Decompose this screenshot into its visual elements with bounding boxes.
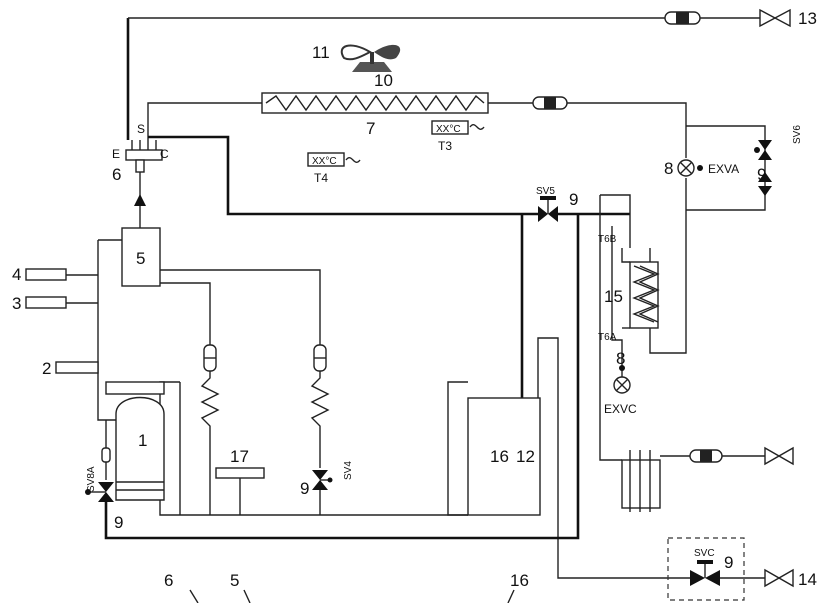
t4-label: T4 — [314, 171, 328, 185]
condenser-coil-7 — [261, 92, 489, 114]
four-way-valve-6 — [125, 140, 163, 173]
sensor-3 — [25, 296, 67, 309]
check-valve-icon — [134, 194, 146, 206]
svc-label: SVC — [694, 548, 715, 559]
piping — [60, 17, 766, 579]
t6b-label: T6B — [598, 234, 617, 245]
svc-valve — [690, 560, 720, 586]
exva-label: EXVA — [708, 162, 739, 176]
sensor-4 — [25, 268, 67, 281]
sv6-label: SV6 — [792, 125, 803, 144]
sv5-valve — [538, 196, 558, 222]
t3-label: T3 — [438, 139, 452, 153]
bottom-label-16: 16 — [510, 571, 529, 590]
label-13: 13 — [798, 9, 817, 28]
component-5 — [121, 227, 161, 287]
svc-enclosure — [667, 537, 745, 601]
bottom-label-6: 6 — [164, 571, 173, 590]
exvc-valve — [613, 365, 631, 394]
label-5: 5 — [136, 249, 145, 268]
t3-reading: XX°C — [436, 124, 461, 135]
label-9-sv6: 9 — [757, 165, 766, 184]
sensor-t4-box — [307, 152, 345, 167]
sv6-valve — [754, 140, 772, 196]
label-1: 1 — [138, 431, 147, 450]
lower-coil — [621, 450, 661, 512]
stop-valve-14-icon — [764, 568, 794, 588]
capillary-right — [310, 344, 330, 430]
port-s-label: S — [137, 122, 145, 136]
sensor-t3-lead — [469, 124, 485, 130]
sv4-valve — [312, 470, 333, 490]
sensor-t4-lead — [345, 157, 361, 163]
label-6: 6 — [112, 165, 121, 184]
sensor-t3-box — [431, 120, 469, 135]
label-9-sv8a: 9 — [114, 513, 123, 532]
sv8a-label: SV8A — [86, 466, 97, 492]
filter-drier-discharge — [664, 11, 701, 25]
component-17 — [215, 467, 265, 479]
label-7: 7 — [366, 119, 375, 138]
label-16: 16 — [490, 447, 509, 466]
label-9-svc: 9 — [724, 553, 733, 572]
label-8-exva: 8 — [664, 159, 673, 178]
bottom-leader-lines — [189, 589, 515, 603]
t4-reading: XX°C — [312, 156, 337, 167]
label-17: 17 — [230, 447, 249, 466]
label-15: 15 — [604, 287, 623, 306]
stop-valve-lower-icon — [764, 446, 794, 466]
sv4-label: SV4 — [343, 461, 354, 480]
sv5-label: SV5 — [536, 186, 555, 197]
label-8-exvc: 8 — [616, 349, 625, 368]
sensor-2 — [55, 361, 99, 374]
label-9-sv5: 9 — [569, 190, 578, 209]
label-9-sv4: 9 — [300, 479, 309, 498]
port-c-label: C — [160, 147, 169, 161]
stop-valve-13-icon — [759, 8, 791, 28]
t6a-label: T6A — [598, 332, 617, 343]
label-11: 11 — [312, 43, 330, 62]
capillary-left — [200, 344, 220, 430]
label-12: 12 — [516, 447, 535, 466]
label-4: 4 — [12, 265, 21, 284]
fan-icon — [340, 44, 401, 72]
label-3: 3 — [12, 294, 21, 313]
label-14: 14 — [798, 570, 817, 589]
vessel-16-12 — [467, 397, 541, 516]
label-10: 10 — [374, 71, 393, 90]
exvc-label: EXVC — [604, 402, 637, 416]
port-e-label: E — [112, 147, 120, 161]
sv8a-valve — [85, 447, 114, 502]
heat-exchanger-15 — [621, 248, 660, 329]
filter-drier-lower — [689, 449, 723, 463]
label-2: 2 — [42, 359, 51, 378]
compressor-1 — [105, 381, 165, 501]
bottom-label-5: 5 — [230, 571, 239, 590]
exva-valve — [677, 159, 703, 177]
filter-drier-top — [532, 96, 568, 110]
